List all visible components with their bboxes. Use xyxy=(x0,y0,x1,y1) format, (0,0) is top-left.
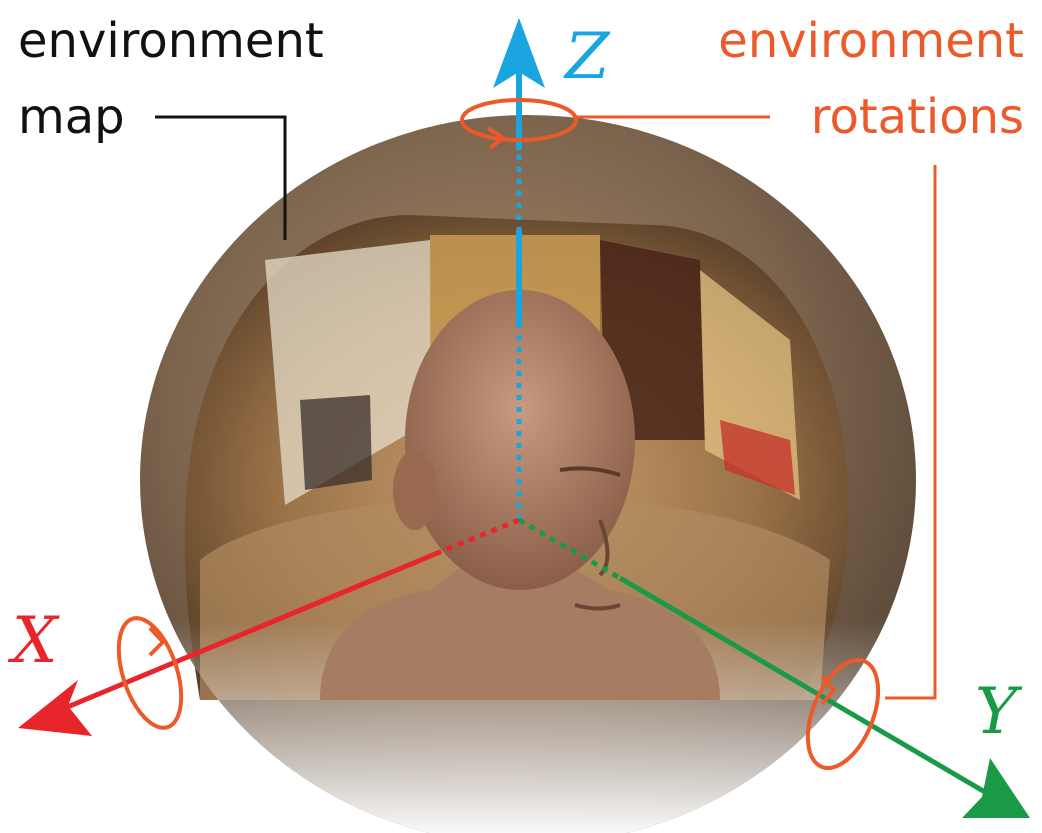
rotation-z-arrow-icon xyxy=(486,126,507,150)
furniture-left xyxy=(300,395,372,490)
env-map-label-line2: map xyxy=(18,89,125,145)
axis-y-arrowhead xyxy=(962,758,1030,818)
eyebrow xyxy=(559,466,621,477)
axis-z xyxy=(493,18,545,520)
axis-z-label: Z xyxy=(563,20,611,94)
env-map-label-line1: environment xyxy=(18,13,324,69)
axis-y-label: Y xyxy=(975,675,1023,749)
rotation-y-arrow-icon xyxy=(820,674,837,706)
axis-y xyxy=(517,517,1030,818)
axis-x xyxy=(18,517,520,736)
head xyxy=(405,290,635,590)
rotations-label-line1: environment xyxy=(718,13,1024,69)
axis-x-label: X xyxy=(7,604,60,678)
env-map-callout-line xyxy=(155,115,287,240)
axis-x-arrowhead xyxy=(18,680,92,736)
rotation-x-arrow-icon xyxy=(148,626,166,657)
head-bust xyxy=(320,290,720,700)
rotation-x xyxy=(116,616,184,730)
ear xyxy=(393,450,437,530)
nose xyxy=(598,519,610,577)
axis-y-shaft xyxy=(618,575,992,798)
axis-z-arrowhead xyxy=(493,18,545,88)
axis-x-dotted xyxy=(439,517,520,555)
rotation-x-ring xyxy=(116,616,184,730)
rotation-y-ring xyxy=(805,657,881,771)
rotations-label-line2: rotations xyxy=(811,89,1024,145)
bust-shoulders xyxy=(320,560,720,700)
mouth xyxy=(574,603,621,611)
axis-y-dotted xyxy=(517,517,622,581)
rotation-z-ring xyxy=(460,98,578,142)
rotations-callout-line-right xyxy=(885,165,937,700)
furniture-right xyxy=(720,420,795,495)
rotation-y xyxy=(805,657,881,771)
rotation-z xyxy=(460,98,578,150)
axis-x-shaft xyxy=(64,549,441,711)
